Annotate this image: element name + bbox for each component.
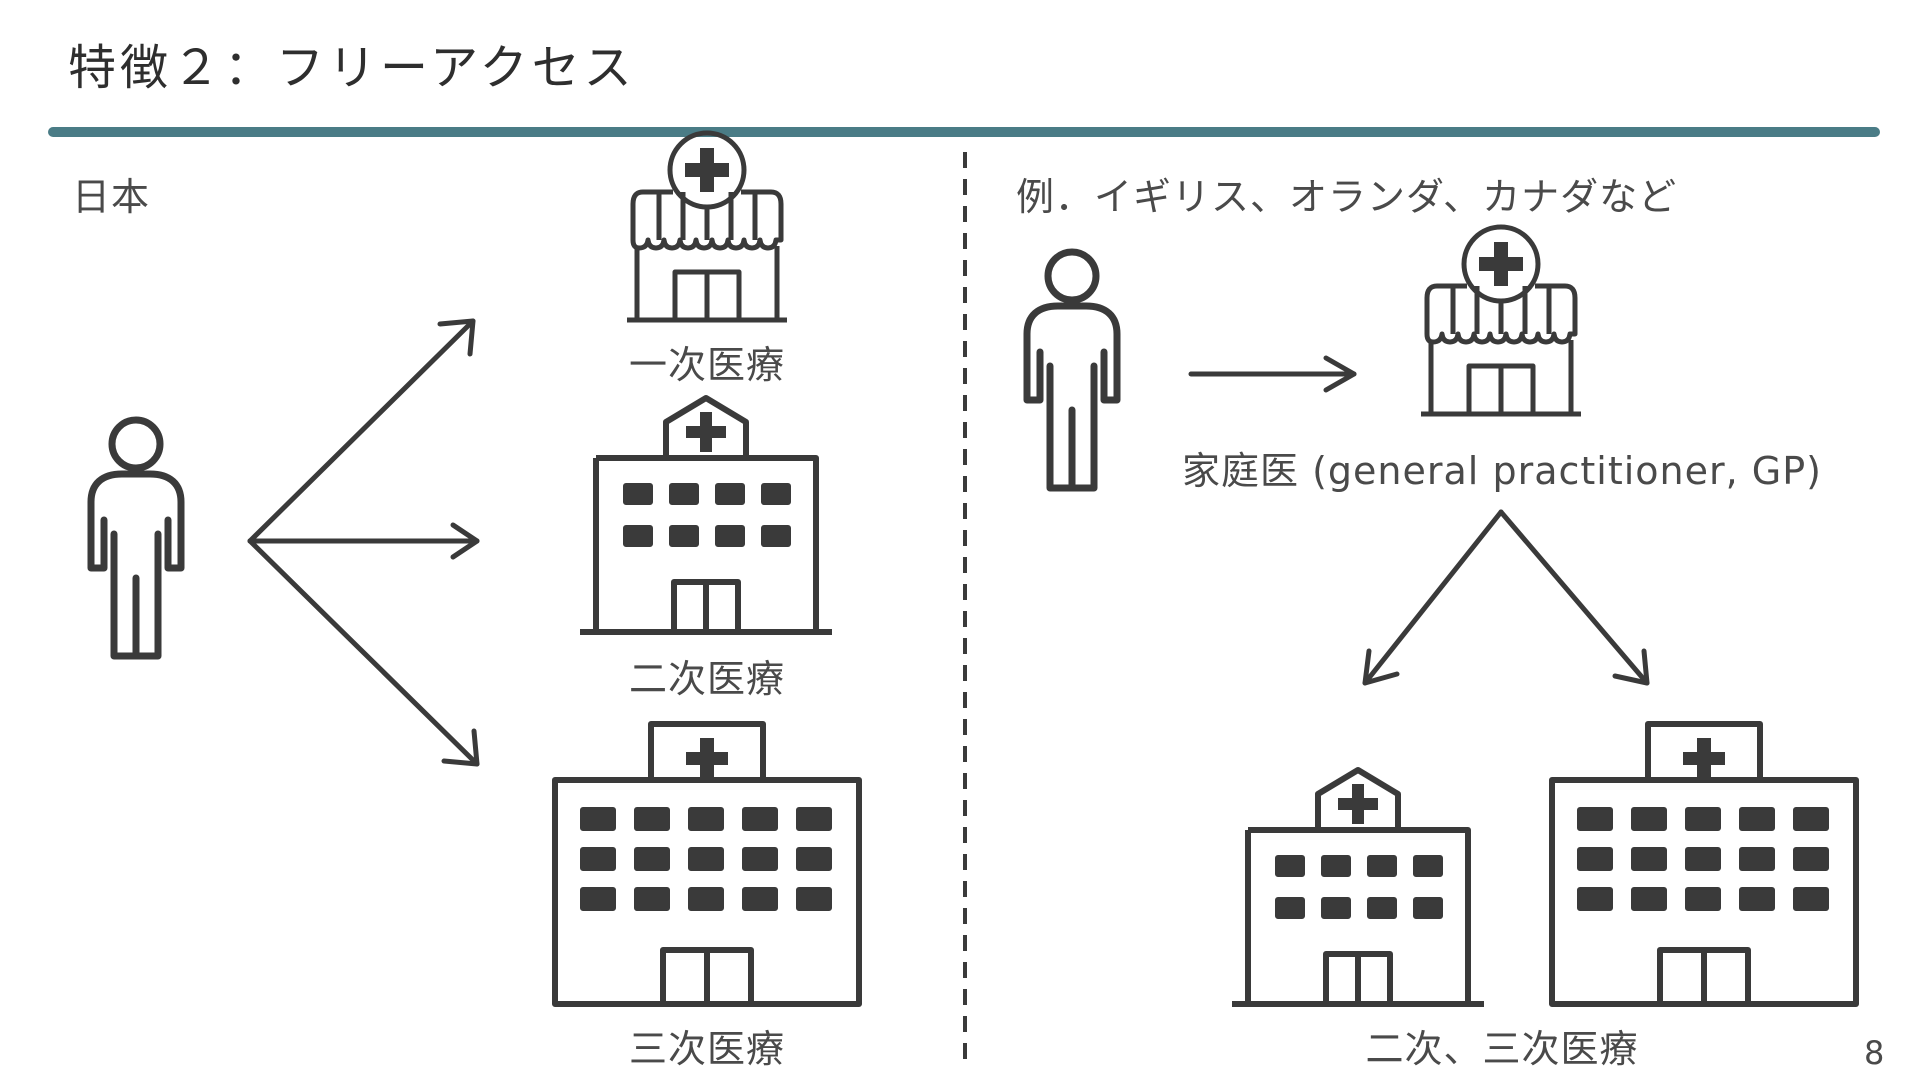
slide-title: 特徴２：フリーアクセス [68, 40, 636, 96]
arrow-head-secondary [450, 522, 480, 560]
example-heading: 例．イギリス、オランダ、カナダなど [1016, 175, 1678, 219]
arrow-head-tertiary [441, 728, 480, 767]
arrow-head-gp [1323, 355, 1357, 393]
gp-label: 家庭医 (general practitioner, GP) [1182, 449, 1822, 493]
clinic-icon [627, 133, 787, 320]
arrow-gp-to-tertiary [1498, 509, 1650, 686]
access-arrows [247, 318, 480, 767]
hospitals-label: 二次、三次医療 [1365, 1027, 1639, 1071]
hospital-icon [580, 398, 832, 632]
gp-arrows [1188, 355, 1650, 686]
large-hospital-icon [1552, 724, 1856, 1004]
arrow-gp-to-secondary [1362, 509, 1504, 686]
arrow-head-gp-tertiary [1612, 648, 1650, 686]
arrow-head-gp-secondary [1362, 648, 1400, 686]
arrow-head-primary [437, 318, 476, 357]
person-icon [1027, 252, 1117, 488]
primary-care-label: 一次医療 [628, 343, 786, 387]
title-rule [48, 127, 1880, 137]
large-hospital-icon [555, 724, 859, 1004]
hospital-icon [1232, 770, 1484, 1004]
page-number: 8 [1864, 1034, 1886, 1072]
japan-heading: 日本 [72, 175, 151, 219]
person-icon [91, 420, 181, 656]
gp-clinic-icon [1421, 227, 1581, 414]
secondary-care-label: 二次医療 [628, 657, 786, 701]
tertiary-care-label: 三次医療 [628, 1027, 786, 1071]
arrow-to-primary [247, 318, 476, 544]
arrow-to-tertiary [247, 538, 480, 767]
